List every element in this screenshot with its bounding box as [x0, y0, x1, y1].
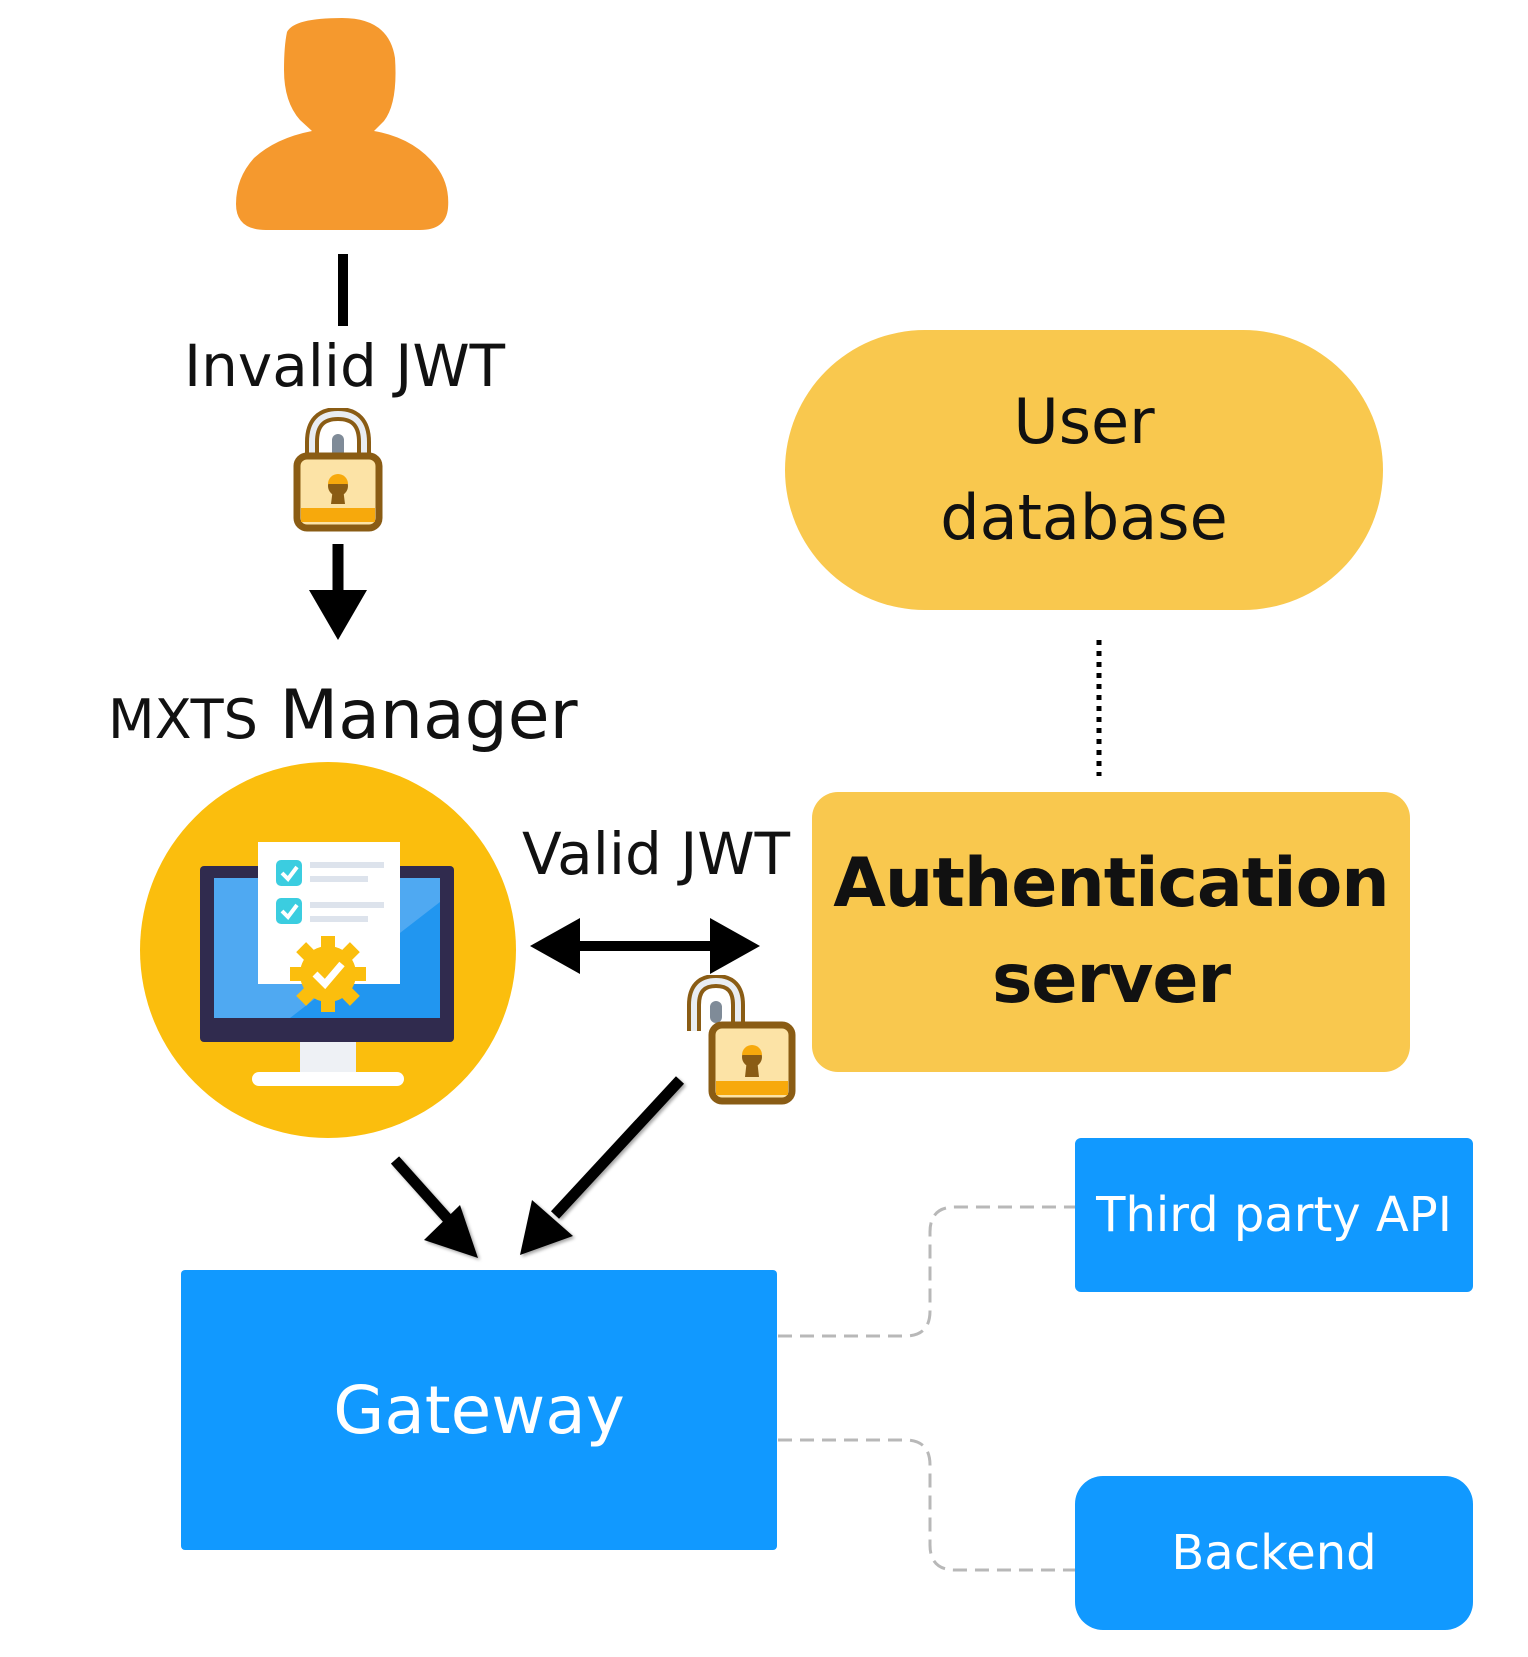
edge-valid-jwt-double-arrow — [530, 918, 760, 974]
auth-server-line1: Authentication — [833, 844, 1389, 923]
valid-jwt-label: Valid JWT — [522, 820, 791, 888]
user-icon — [236, 18, 449, 230]
edge-invalid-jwt-arrow — [309, 544, 367, 640]
mxts-manager-node[interactable] — [140, 762, 516, 1138]
backend-label: Backend — [1171, 1525, 1377, 1581]
third-party-api-label: Third party API — [1096, 1187, 1452, 1243]
lock-closed-icon — [293, 408, 383, 532]
lock-open-icon — [687, 975, 796, 1105]
gateway-node[interactable]: Gateway — [181, 1270, 777, 1550]
manager-name: Manager — [279, 676, 578, 755]
user-database-line1: User — [1013, 385, 1155, 458]
user-database-line2: database — [940, 481, 1228, 554]
edge-gateway-third-party-dashed — [778, 1205, 1075, 1338]
edge-auth-gateway-arrow — [520, 1076, 685, 1255]
invalid-jwt-label: Invalid JWT — [184, 332, 506, 400]
monitor-checklist-icon — [200, 842, 454, 1086]
mxts-prefix: MXTS — [108, 688, 258, 751]
authentication-server-node[interactable]: Authentication server — [812, 792, 1410, 1072]
backend-node[interactable]: Backend — [1075, 1476, 1473, 1630]
gateway-label: Gateway — [333, 1371, 625, 1449]
user-database-node[interactable]: User database — [785, 330, 1383, 610]
auth-server-line2: server — [991, 940, 1231, 1019]
mxts-manager-label: MXTS Manager — [108, 676, 578, 755]
edge-manager-gateway-arrow — [390, 1156, 478, 1258]
third-party-api-node[interactable]: Third party API — [1075, 1138, 1473, 1292]
edge-gateway-backend-dashed — [778, 1438, 1075, 1572]
